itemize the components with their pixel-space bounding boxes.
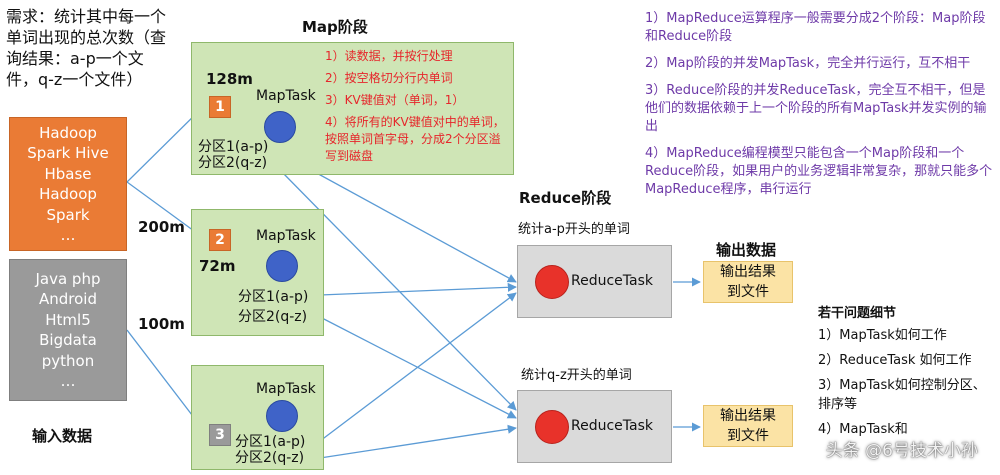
- map-task-1-number: 1: [209, 96, 231, 118]
- input-file-2-line: Java php: [35, 269, 101, 288]
- requirement-text: 需求：统计其中每一个单词出现的总次数（查询结果：a-p一个文件，q-z一个文件）: [6, 7, 167, 89]
- input-file-1-line: Hadoop: [39, 123, 97, 142]
- reduce-task-1-circle: [535, 265, 569, 299]
- issues-list: 若干问题细节 1）MapTask如何工作 2）ReduceTask 如何工作 3…: [818, 304, 998, 445]
- map-stage-title: Map阶段: [302, 18, 368, 36]
- note-item: 4）MapReduce编程模型只能包含一个Map阶段和一个Reduce阶段，如果…: [645, 146, 993, 197]
- arrow-task2-p2-to-reduce2: [319, 316, 517, 419]
- partition-label: 分区1(a-p): [235, 434, 306, 450]
- reduce-stage-title: Reduce阶段: [519, 189, 612, 207]
- map-task-1-size: 128m: [206, 70, 253, 88]
- input-file-2-line: Html5: [45, 310, 91, 329]
- output-title: 输出数据: [716, 241, 777, 259]
- partition-label: 分区1(a-p): [238, 289, 309, 305]
- map-steps-list: 1）读数据，并按行处理 2）按空格切分行内单词 3）KV键值对（单词，1） 4）…: [325, 48, 510, 170]
- map-task-3-partitions: 分区1(a-p) 分区2(q-z): [235, 434, 305, 466]
- partition-label: 分区1(a-p): [198, 139, 269, 155]
- input-file-2: Java php Android Html5 Bigdata python …: [9, 259, 127, 401]
- map-step: 4）将所有的KV键值对中的单词，按照单词首字母，分成2个分区溢写到磁盘: [325, 115, 505, 163]
- output-box-line: 输出结果: [720, 264, 776, 280]
- input-file-1: Hadoop Spark Hive Hbase Hadoop Spark …: [9, 117, 127, 251]
- output-box-2: 输出结果 到文件: [703, 405, 793, 447]
- map-task-1-label: MapTask: [256, 88, 316, 104]
- map-task-2-circle: [266, 250, 298, 282]
- input-file-1-line: Hadoop: [39, 185, 97, 203]
- reduce-2-caption: 统计q-z开头的单词: [521, 368, 632, 383]
- issue-item: 3）MapTask如何控制分区、排序等: [818, 378, 986, 412]
- map-step: 2）按空格切分行内单词: [325, 71, 453, 85]
- map-task-3-panel: [191, 365, 324, 470]
- reduce-1-caption: 统计a-p开头的单词: [518, 222, 630, 237]
- input-file-2-line: python: [41, 351, 95, 370]
- output-box-line: 到文件: [727, 428, 769, 444]
- map-task-3-circle: [266, 400, 298, 432]
- issue-item: 2）ReduceTask 如何工作: [818, 353, 972, 368]
- reduce-task-2-circle: [535, 410, 569, 444]
- map-task-2-size: 72m: [199, 257, 236, 275]
- map-step: 1）读数据，并按行处理: [325, 49, 453, 63]
- input-file-1-line: …: [60, 226, 76, 244]
- input-file-2-line: Bigdata: [39, 331, 97, 349]
- partition-label: 分区2(q-z): [235, 450, 305, 466]
- map-task-1-partitions: 分区1(a-p) 分区2(q-z): [198, 139, 268, 171]
- output-box-line: 到文件: [727, 284, 769, 300]
- input-data-label: 输入数据: [32, 427, 93, 445]
- input-file-2-size: 100m: [138, 315, 185, 333]
- map-task-2-label: MapTask: [256, 228, 316, 244]
- output-box-1: 输出结果 到文件: [703, 261, 793, 303]
- input-file-2-line: Android: [39, 290, 97, 308]
- map-task-1-circle: [264, 111, 296, 143]
- watermark-text: 头条 @6号技术小孙: [825, 441, 978, 461]
- partition-label: 分区2(q-z): [198, 155, 268, 171]
- input-file-2-line: …: [60, 372, 76, 390]
- note-item: 3）Reduce阶段的并发ReduceTask，完全互不相干，但是他们的数据依赖…: [645, 83, 987, 134]
- output-box-line: 输出结果: [720, 408, 776, 424]
- map-task-2-partitions: 分区1(a-p) 分区2(q-z): [238, 287, 308, 327]
- map-task-3-label: MapTask: [256, 381, 316, 397]
- issue-item: 1）MapTask如何工作: [818, 328, 947, 343]
- issue-item: 4）MapTask和: [818, 422, 908, 437]
- input-file-1-line: Spark: [46, 205, 90, 224]
- arrow-task2-p1-to-reduce1: [319, 282, 517, 296]
- notes-list: 1）MapReduce运算程序一般需要分成2个阶段：Map阶段和Reduce阶段…: [645, 10, 995, 208]
- map-task-3-number: 3: [209, 424, 231, 446]
- note-item: 2）Map阶段的并发MapTask，完全并行运行，互不相干: [645, 56, 971, 71]
- reduce-task-2-label: ReduceTask: [571, 418, 653, 434]
- arrow-task3-p2-to-reduce2: [319, 424, 517, 459]
- reduce-task-1-label: ReduceTask: [571, 273, 653, 289]
- map-task-2-panel: [191, 209, 324, 336]
- map-task-1-panel: [191, 42, 514, 175]
- input-file-1-size: 200m: [138, 218, 185, 236]
- input-file-1-line: Spark Hive: [27, 144, 109, 162]
- partition-label: 分区2(q-z): [238, 309, 308, 325]
- arrow-task3-p1-to-reduce1: [319, 292, 517, 442]
- note-item: 1）MapReduce运算程序一般需要分成2个阶段：Map阶段和Reduce阶段: [645, 11, 986, 44]
- issues-title: 若干问题细节: [818, 306, 897, 321]
- map-task-2-number: 2: [209, 229, 231, 251]
- map-step: 3）KV键值对（单词，1）: [325, 93, 465, 107]
- input-file-1-line: Hbase: [44, 164, 92, 183]
